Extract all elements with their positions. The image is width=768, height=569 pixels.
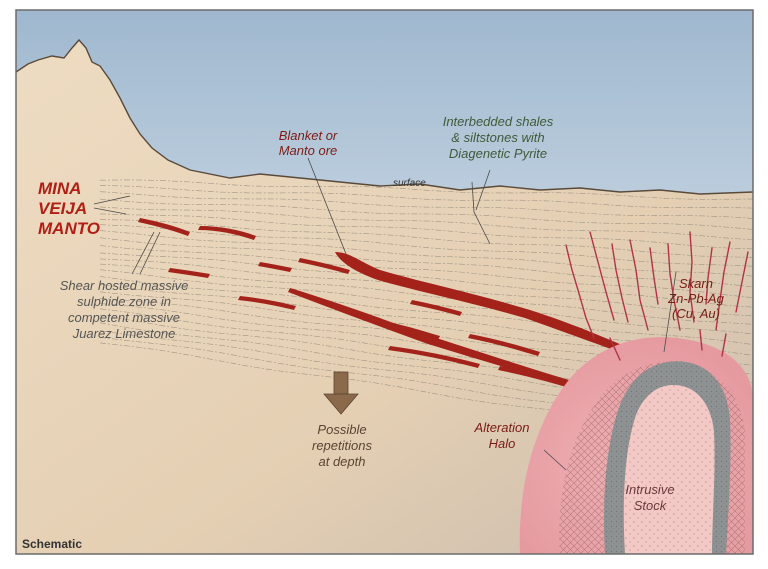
label-repetitions: Possible repetitions at depth — [312, 422, 372, 469]
skarn-line-3: (Cu, Au) — [672, 306, 720, 321]
shales-line-2: & siltstones with — [451, 130, 544, 145]
shales-line-3: Diagenetic Pyrite — [449, 146, 547, 161]
label-blanket: Blanket or Manto ore — [279, 128, 338, 158]
alteration-line-2: Halo — [489, 436, 516, 451]
skarn-line-2: Zn-Pb-Ag — [667, 291, 724, 306]
shear-line-3: competent massive — [68, 310, 180, 325]
label-surface: surface — [393, 178, 426, 189]
intrusive-line-2: Stock — [634, 498, 668, 513]
shear-line-2: sulphide zone in — [77, 294, 171, 309]
title-line-1: MINA — [38, 179, 81, 198]
shales-line-1: Interbedded shales — [443, 114, 554, 129]
shear-line-4: Juarez Limestone — [72, 326, 176, 341]
repetitions-line-1: Possible — [317, 422, 366, 437]
blanket-line-2: Manto ore — [279, 143, 338, 158]
repetitions-line-2: repetitions — [312, 438, 372, 453]
label-shear: Shear hosted massive sulphide zone in co… — [60, 278, 189, 341]
repetitions-line-3: at depth — [319, 454, 366, 469]
intrusive-line-1: Intrusive — [625, 482, 674, 497]
label-shales: Interbedded shales & siltstones with Dia… — [443, 114, 554, 161]
title-line-2: VEIJA — [38, 199, 87, 218]
label-schematic: Schematic — [22, 537, 82, 551]
alteration-line-1: Alteration — [474, 420, 530, 435]
blanket-line-1: Blanket or — [279, 128, 338, 143]
skarn-line-1: Skarn — [679, 276, 713, 291]
shear-line-1: Shear hosted massive — [60, 278, 189, 293]
title-line-3: MANTO — [38, 219, 100, 238]
